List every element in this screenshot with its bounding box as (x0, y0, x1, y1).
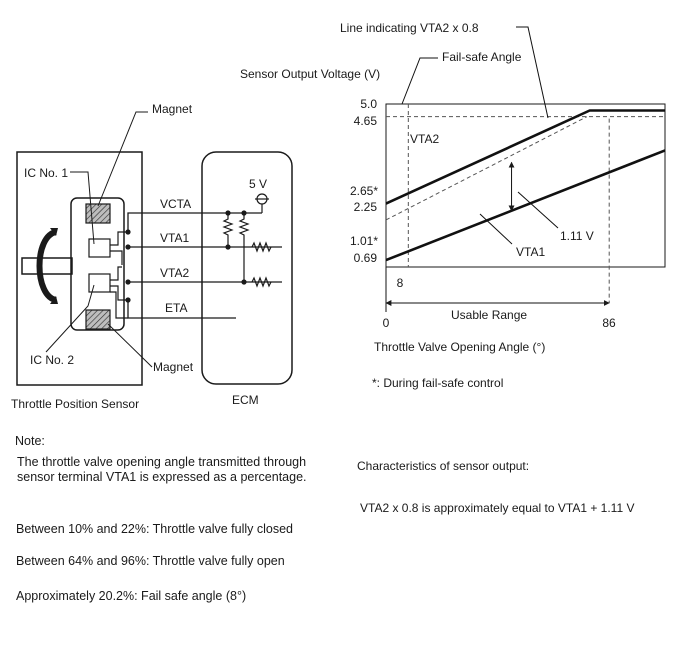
sensor-caption: Throttle Position Sensor (11, 397, 139, 411)
ecm-box (201, 151, 293, 385)
supply-label: 5 V (249, 177, 267, 191)
fail-safe-leader (401, 57, 438, 105)
plot-frame (385, 103, 666, 268)
magnet-bottom (85, 309, 111, 330)
sensor-housing (16, 151, 143, 386)
y-tick-5-0: 5.0 (360, 97, 377, 111)
series-vta1-line (385, 149, 666, 262)
ic1-label: IC No. 1 (24, 166, 68, 180)
y-tick-4-65: 4.65 (354, 114, 378, 128)
x-tick-0: 0 (383, 316, 390, 330)
note-line-2: sensor terminal VTA1 is expressed as a p… (17, 470, 307, 484)
note-line-1: The throttle valve opening angle transmi… (17, 455, 307, 469)
vta2-0-8-line (385, 116, 588, 221)
rotation-icon (21, 228, 73, 304)
x-tick-86: 86 (602, 316, 616, 330)
offset-leader (517, 191, 559, 229)
chart-footnote: *: During fail-safe control (372, 376, 503, 390)
y-tick-2-65: 2.65* (350, 184, 378, 198)
usable-range-label: Usable Range (451, 308, 527, 322)
magnet-top-label: Magnet (152, 102, 193, 116)
vta1-leader (479, 213, 513, 245)
sensor-output-chart: Sensor Output Voltage (V) Throttle Valve… (240, 21, 666, 390)
characteristics-relation: VTA2 x 0.8 is approximately equal to VTA… (360, 501, 634, 515)
vta1-series-label: VTA1 (516, 245, 545, 259)
vta2-0-8-leader (516, 26, 549, 119)
ecm-caption: ECM (232, 393, 259, 407)
terminal-eta: ETA (165, 301, 187, 315)
ic-holder (70, 197, 125, 331)
terminal-vcta: VCTA (160, 197, 191, 211)
chart-ylabel: Sensor Output Voltage (V) (240, 67, 380, 81)
vta2-0-8-label: Line indicating VTA2 x 0.8 (340, 21, 479, 35)
characteristics-heading: Characteristics of sensor output: (357, 459, 529, 473)
ic2-label: IC No. 2 (30, 353, 74, 367)
terminal-vta1: VTA1 (160, 231, 189, 245)
magnet-top (85, 203, 111, 224)
vta2-series-label: VTA2 (410, 132, 439, 146)
note-item-open: Between 64% and 96%: Throttle valve full… (16, 554, 285, 568)
sensor-circuit: 5 V VCTA VTA1 VTA2 ETA Magnet IC No. 1 I… (11, 102, 293, 411)
chart-xlabel: Throttle Valve Opening Angle (°) (374, 340, 545, 354)
note-item-closed: Between 10% and 22%: Throttle valve full… (16, 522, 294, 536)
note-heading: Note: (15, 434, 45, 448)
terminal-vta2: VTA2 (160, 266, 189, 280)
ic-1-chip (88, 238, 111, 258)
offset-label: 1.11 V (560, 229, 594, 243)
y-tick-1-01: 1.01* (350, 234, 378, 248)
y-tick-0-69: 0.69 (354, 251, 378, 265)
note-item-failsafe: Approximately 20.2%: Fail safe angle (8°… (16, 589, 247, 603)
magnet-bottom-label: Magnet (153, 360, 194, 374)
ic-2-chip (88, 273, 111, 293)
y-tick-2-25: 2.25 (354, 200, 378, 214)
fail-safe-label: Fail-safe Angle (442, 50, 522, 64)
series-vta2-line (385, 109, 665, 205)
x-tick-8: 8 (397, 276, 404, 290)
